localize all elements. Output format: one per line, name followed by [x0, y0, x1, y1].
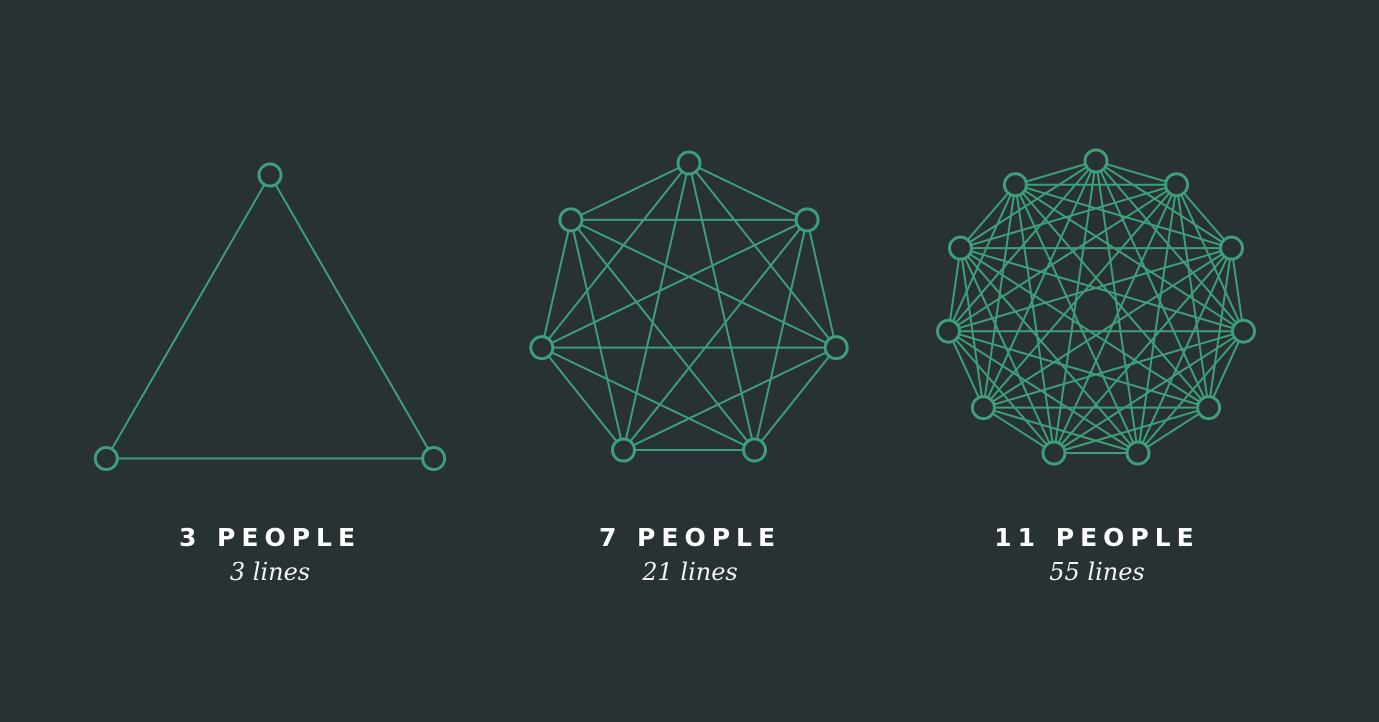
network-3-people	[93, 162, 447, 471]
connection-line	[541, 346, 625, 451]
caption-subtitle-3-lines: 3 lines	[229, 558, 311, 586]
connection-line	[269, 174, 435, 460]
connection-line	[1175, 184, 1210, 408]
caption-7-people: 7 PEOPLE 21 lines	[530, 520, 850, 588]
connection-line	[541, 162, 690, 349]
person-node	[1041, 440, 1067, 466]
person-node	[611, 437, 636, 463]
connection-line	[1207, 330, 1245, 409]
connection-line	[688, 162, 837, 349]
connection-line	[1015, 183, 1232, 250]
connection-line	[959, 247, 985, 408]
connection-line	[1175, 184, 1233, 249]
connection-line	[959, 160, 1097, 249]
caption-title-11-people: 11 PEOPLE	[994, 523, 1200, 552]
person-node	[794, 207, 820, 233]
connection-line	[622, 162, 690, 451]
person-node	[970, 395, 996, 421]
connection-line	[105, 174, 271, 460]
connection-line	[1095, 160, 1233, 249]
connection-line	[960, 247, 1244, 333]
connection-line	[1014, 184, 1139, 454]
connection-line	[1014, 184, 1210, 409]
person-node	[1231, 318, 1256, 344]
connection-line	[1015, 160, 1097, 186]
connection-line	[541, 218, 808, 349]
connection-line	[622, 219, 808, 451]
connection-line	[570, 219, 756, 451]
caption-3-people: 3 PEOPLE 3 lines	[110, 520, 430, 588]
person-node	[948, 235, 973, 261]
connection-line	[1230, 247, 1245, 332]
connection-line	[1053, 406, 1209, 454]
person-node	[1164, 172, 1190, 198]
connection-line	[947, 184, 1017, 332]
connection-line	[623, 346, 837, 451]
person-node	[936, 318, 961, 344]
connection-line	[947, 247, 962, 332]
person-node	[1219, 235, 1244, 261]
network-7-people	[529, 150, 849, 463]
connection-line	[1207, 247, 1233, 408]
connection-line	[947, 330, 1055, 454]
connection-line	[541, 346, 755, 451]
connection-line	[982, 406, 1055, 454]
connection-line	[1014, 183, 1245, 333]
connection-line	[1095, 160, 1245, 332]
person-node	[558, 207, 584, 233]
connection-line	[569, 219, 625, 451]
person-node	[1125, 440, 1151, 466]
connection-line	[570, 162, 690, 221]
person-node	[742, 437, 767, 463]
person-node	[1196, 395, 1222, 421]
connection-line	[753, 219, 809, 451]
connection-line	[948, 247, 1232, 333]
connection-line	[1095, 160, 1177, 186]
connection-line	[1137, 247, 1233, 454]
connection-line	[947, 330, 1139, 454]
connection-line	[1137, 330, 1245, 454]
connection-line	[806, 219, 838, 348]
person-node	[421, 446, 447, 471]
person-node	[1083, 148, 1109, 174]
person-node	[93, 446, 119, 471]
connection-line	[959, 247, 1139, 454]
connection-line	[947, 160, 1097, 332]
connection-line	[982, 184, 1017, 408]
connection-line	[688, 162, 808, 221]
connection-line	[753, 346, 837, 451]
person-node	[257, 162, 283, 188]
connection-line	[1014, 184, 1055, 454]
person-node	[676, 150, 702, 176]
person-node	[823, 335, 849, 361]
caption-title-3-people: 3 PEOPLE	[178, 523, 362, 552]
connection-line	[1053, 330, 1245, 454]
caption-subtitle-55-lines: 55 lines	[1049, 558, 1145, 586]
network-11-people	[936, 148, 1256, 466]
person-node	[529, 335, 555, 361]
caption-subtitle-21-lines: 21 lines	[642, 558, 738, 586]
caption-11-people: 11 PEOPLE 55 lines	[937, 520, 1257, 588]
connection-line	[959, 184, 1017, 249]
connection-line	[688, 162, 756, 451]
person-node	[1002, 172, 1028, 198]
connection-line	[540, 219, 572, 348]
connection-line	[983, 406, 1139, 454]
connection-line	[1175, 184, 1245, 332]
connection-line	[982, 184, 1178, 409]
connection-line	[1137, 406, 1210, 454]
caption-title-7-people: 7 PEOPLE	[598, 523, 782, 552]
connection-line	[959, 247, 1055, 454]
connection-line	[947, 330, 985, 409]
connection-line	[570, 218, 837, 349]
connection-line	[960, 183, 1177, 250]
